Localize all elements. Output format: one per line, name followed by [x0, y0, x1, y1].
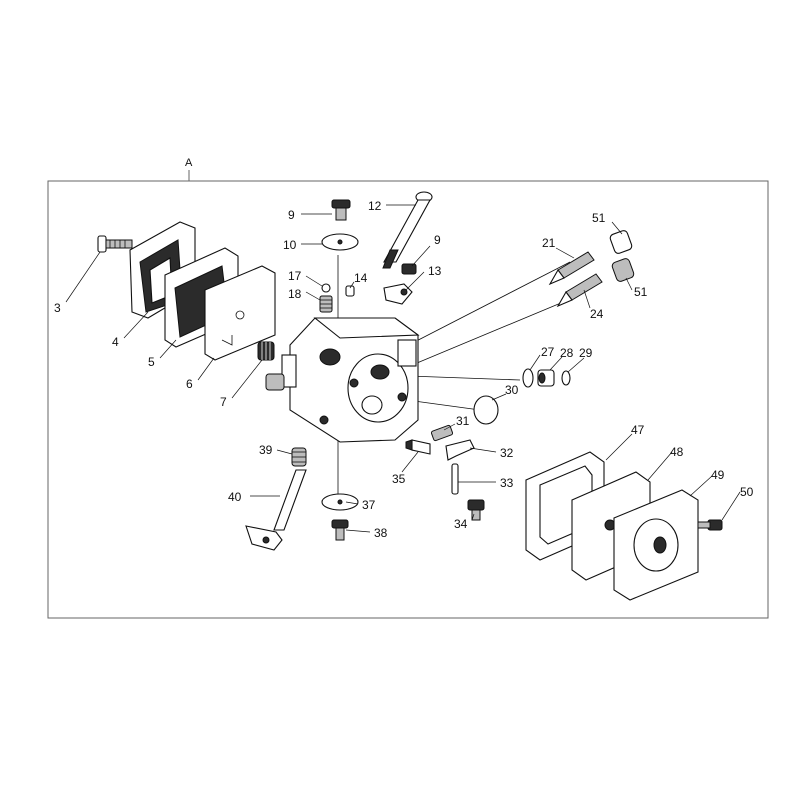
part-24-needle [556, 273, 603, 308]
part-7-screen [257, 341, 275, 361]
callout-13: 13 [428, 264, 442, 278]
callout-49: 49 [711, 468, 725, 482]
callout-40: 40 [228, 490, 242, 504]
callout-4: 4 [112, 335, 119, 349]
callout-29: 29 [579, 346, 593, 360]
callout-17: 17 [288, 269, 302, 283]
part-3-screw [97, 235, 133, 253]
diagram-frame: A [47, 157, 769, 619]
part-6-diaphragm [204, 265, 276, 361]
callout-7: 7 [220, 395, 227, 409]
callout-6: 6 [186, 377, 193, 391]
callout-51-upper: 51 [592, 211, 606, 225]
callout-35: 35 [392, 472, 406, 486]
callout-5: 5 [148, 355, 155, 369]
callout-47: 47 [631, 423, 645, 437]
callout-24: 24 [590, 307, 604, 321]
part-31-spring [430, 424, 454, 442]
callout-9-top: 9 [288, 208, 295, 222]
part-28-bushing [537, 369, 555, 387]
part-49-metering-cover [613, 489, 699, 601]
callout-10: 10 [283, 238, 297, 252]
part-51-cap-lower [611, 258, 635, 282]
part-17-ball [321, 283, 331, 293]
part-50-screw [697, 519, 723, 531]
part-13-lever [383, 283, 413, 305]
callout-3: 3 [54, 301, 61, 315]
frame-label: A [185, 157, 193, 169]
callout-14: 14 [354, 271, 368, 285]
leader-lines [65, 204, 741, 533]
callout-50: 50 [740, 485, 754, 499]
part-27-o-ring [522, 368, 534, 388]
part-51-cap-upper [609, 230, 633, 254]
part-9-screw-right [401, 263, 417, 275]
part-18-spring [319, 295, 333, 313]
callout-37: 37 [362, 498, 376, 512]
part-34-screw [467, 499, 485, 521]
carburetor-body [265, 317, 420, 443]
part-37-choke-plate [321, 493, 359, 511]
part-32-metering-lever [445, 439, 475, 461]
callout-31: 31 [456, 414, 470, 428]
callout-48: 48 [670, 445, 684, 459]
part-21-needle [548, 251, 595, 286]
part-10-throttle-plate [321, 233, 359, 251]
callout-labels: 3 4 5 6 7 9 9 10 12 13 14 17 18 21 24 27… [54, 199, 754, 540]
callout-18: 18 [288, 287, 302, 301]
callout-27: 27 [541, 345, 555, 359]
part-30-welch-plug [473, 395, 499, 425]
callout-33: 33 [500, 476, 514, 490]
part-40-choke-shaft [245, 469, 307, 551]
part-33-pin [451, 463, 459, 495]
part-38-screw [331, 519, 349, 541]
part-29-clip [561, 370, 571, 386]
part-9-screw-top [331, 199, 351, 221]
callout-21: 21 [542, 236, 556, 250]
callout-39: 39 [259, 443, 273, 457]
part-35-inlet-needle [405, 439, 431, 455]
callout-9-right: 9 [434, 233, 441, 247]
callout-28: 28 [560, 346, 574, 360]
callout-12: 12 [368, 199, 382, 213]
part-14-pin [345, 285, 355, 297]
callout-32: 32 [500, 446, 514, 460]
callout-38: 38 [374, 526, 388, 540]
callout-34: 34 [454, 517, 468, 531]
callout-30: 30 [505, 383, 519, 397]
callout-51-lower: 51 [634, 285, 648, 299]
part-12-throttle-shaft [382, 191, 433, 269]
part-39-spring [291, 447, 307, 467]
